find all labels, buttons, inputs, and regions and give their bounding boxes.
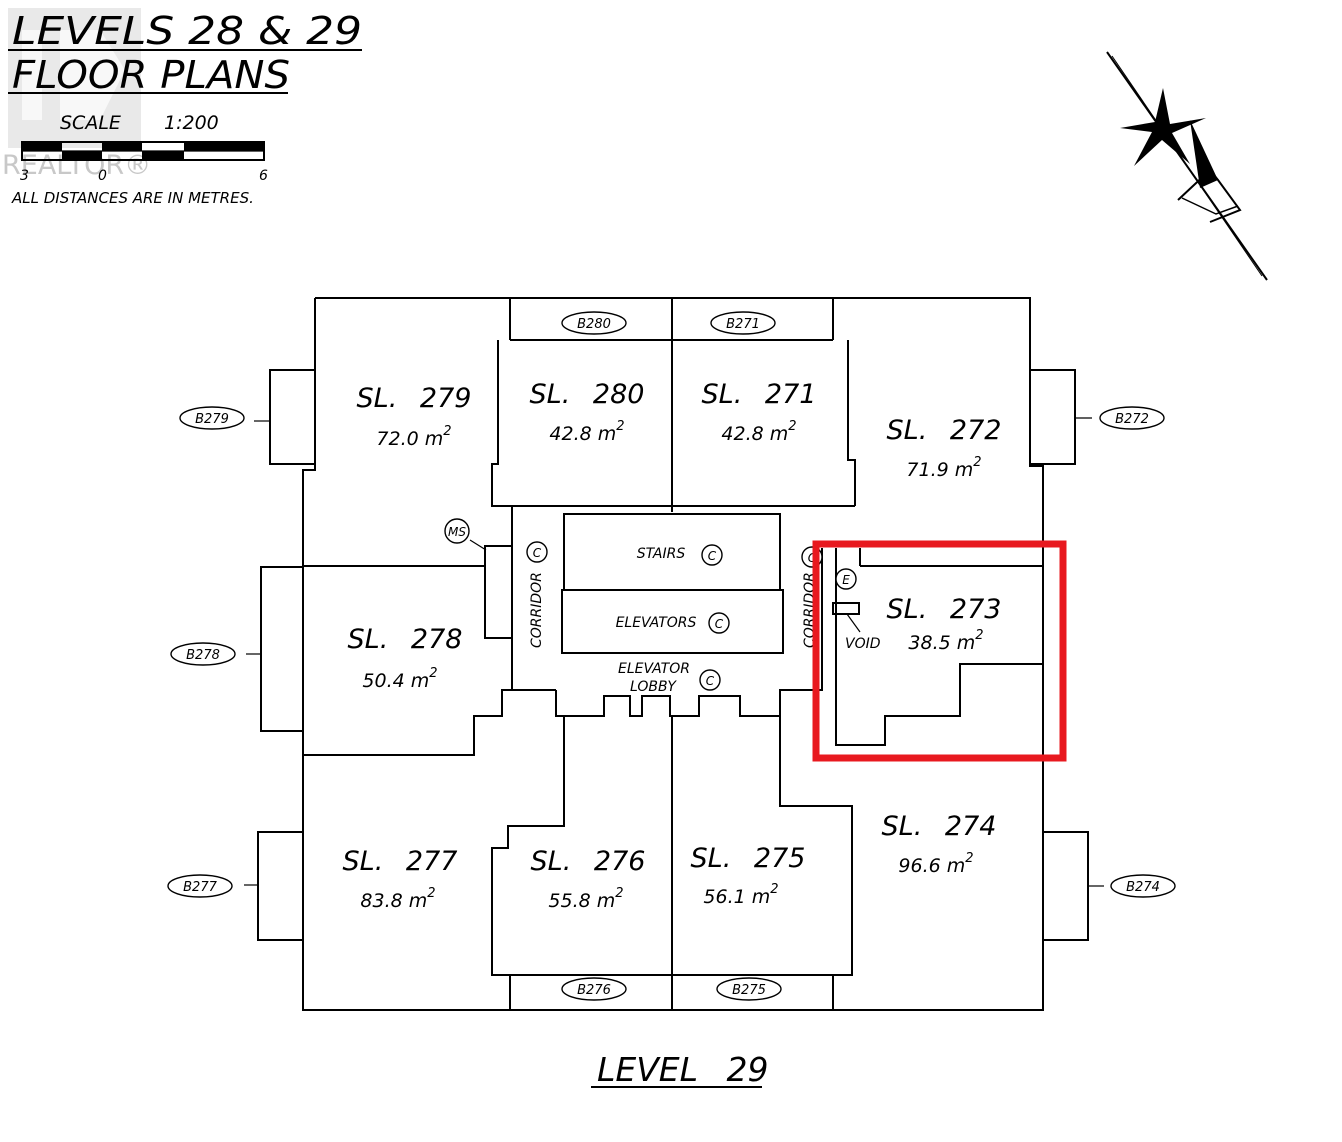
- svg-text:B272: B272: [1115, 412, 1149, 427]
- scale-bar: [21, 141, 265, 161]
- svg-text:SL. 279: SL. 279: [357, 383, 472, 414]
- unit-sl-277: SL. 277 83.8 m2: [343, 846, 458, 912]
- title-line2: FLOOR PLANS: [12, 53, 290, 97]
- scale-tick-3: 3: [20, 168, 29, 184]
- realtor-watermark-logo: REALTOR®: [2, 8, 151, 181]
- unit-sl-272: SL. 272 71.9 m2: [887, 415, 1002, 481]
- svg-text:SL. 271: SL. 271: [702, 379, 817, 410]
- scale-tick-6: 6: [259, 168, 268, 184]
- svg-text:42.8 m2: 42.8 m2: [549, 419, 624, 445]
- svg-text:83.8 m2: 83.8 m2: [360, 886, 435, 912]
- unit-sl-280: SL. 280 42.8 m2: [530, 379, 645, 445]
- svg-text:50.4 m2: 50.4 m2: [362, 666, 437, 692]
- corridor-left-label: CORRIDOR: [529, 572, 545, 648]
- ms-marker: MS: [444, 518, 470, 544]
- balcony-tag-b280: B280: [561, 311, 627, 335]
- svg-text:B277: B277: [183, 880, 217, 895]
- title-line1: LEVELS 28 & 29: [12, 9, 362, 53]
- balcony-tag-b279: B279: [179, 406, 245, 430]
- svg-text:SL. 276: SL. 276: [531, 846, 646, 877]
- void-label: VOID: [845, 636, 881, 652]
- svg-text:SL. 274: SL. 274: [882, 811, 997, 842]
- unit-sl-275: SL. 275 56.1 m2: [691, 843, 806, 908]
- svg-text:MS: MS: [448, 525, 466, 539]
- highlight-box: [812, 540, 1067, 762]
- stairs-label: STAIRS: [637, 546, 686, 562]
- e-marker: E: [835, 568, 857, 590]
- lobby-common-marker: C: [699, 669, 721, 691]
- unit-sl-274: SL. 274 96.6 m2: [882, 811, 997, 877]
- elevator-lobby-label-2: LOBBY: [630, 679, 677, 695]
- distances-note: ALL DISTANCES ARE IN METRES.: [11, 189, 254, 207]
- level-label: LEVEL 29: [597, 1050, 769, 1089]
- unit-sl-279: SL. 279 72.0 m2: [357, 383, 472, 450]
- unit-sl-273: SL. 273 38.5 m2: [887, 594, 1002, 654]
- svg-text:C: C: [808, 551, 817, 565]
- svg-text:B276: B276: [577, 983, 611, 998]
- balcony-tag-b275: B275: [716, 977, 782, 1001]
- scale-label: SCALE: [60, 112, 121, 134]
- balcony-tag-b272: B272: [1099, 406, 1165, 430]
- svg-text:SL. 280: SL. 280: [530, 379, 645, 410]
- svg-text:CORRIDOR: CORRIDOR: [529, 572, 545, 648]
- balcony-tag-b274: B274: [1110, 874, 1176, 898]
- balcony-tag-b278: B278: [170, 642, 236, 666]
- stairs-common-marker: C: [701, 544, 723, 566]
- unit-sl-271: SL. 271 42.8 m2: [702, 379, 817, 445]
- svg-text:C: C: [715, 617, 724, 631]
- balcony-tag-b276: B276: [561, 977, 627, 1001]
- corridor-left-common-marker: C: [526, 541, 548, 563]
- svg-text:B279: B279: [195, 412, 229, 427]
- svg-text:56.1 m2: 56.1 m2: [703, 882, 778, 908]
- svg-text:72.0 m2: 72.0 m2: [376, 424, 451, 450]
- svg-text:71.9 m2: 71.9 m2: [906, 455, 981, 481]
- unit-walls: [302, 297, 1044, 1011]
- balcony-tag-b277: B277: [167, 874, 233, 898]
- svg-text:38.5 m2: 38.5 m2: [908, 628, 983, 654]
- svg-text:SL. 275: SL. 275: [691, 843, 806, 874]
- svg-text:B278: B278: [186, 648, 220, 663]
- svg-text:B275: B275: [732, 983, 766, 998]
- svg-text:SL. 277: SL. 277: [343, 846, 458, 877]
- svg-text:55.8 m2: 55.8 m2: [548, 886, 623, 912]
- svg-text:E: E: [842, 573, 850, 587]
- svg-text:42.8 m2: 42.8 m2: [721, 419, 796, 445]
- side-balconies: [244, 369, 1104, 941]
- elevators-label: ELEVATORS: [616, 615, 697, 631]
- balcony-tag-b271: B271: [710, 311, 776, 335]
- svg-text:B280: B280: [577, 317, 611, 332]
- svg-text:B271: B271: [726, 317, 760, 332]
- scale-tick-0: 0: [98, 168, 107, 184]
- svg-text:SL. 273: SL. 273: [887, 594, 1002, 625]
- elevator-lobby-label-1: ELEVATOR: [618, 661, 690, 677]
- svg-text:C: C: [706, 674, 715, 688]
- svg-text:SL. 278: SL. 278: [348, 624, 463, 655]
- north-arrow-icon: [1106, 51, 1268, 281]
- elevators-common-marker: C: [708, 612, 730, 634]
- scale-value: 1:200: [164, 112, 219, 134]
- svg-text:C: C: [533, 546, 542, 560]
- unit-sl-276: SL. 276 55.8 m2: [531, 846, 646, 912]
- svg-text:96.6 m2: 96.6 m2: [898, 851, 973, 877]
- unit-sl-278: SL. 278 50.4 m2: [348, 624, 463, 692]
- svg-text:SL. 272: SL. 272: [887, 415, 1002, 446]
- svg-text:C: C: [708, 549, 717, 563]
- svg-text:B274: B274: [1126, 880, 1160, 895]
